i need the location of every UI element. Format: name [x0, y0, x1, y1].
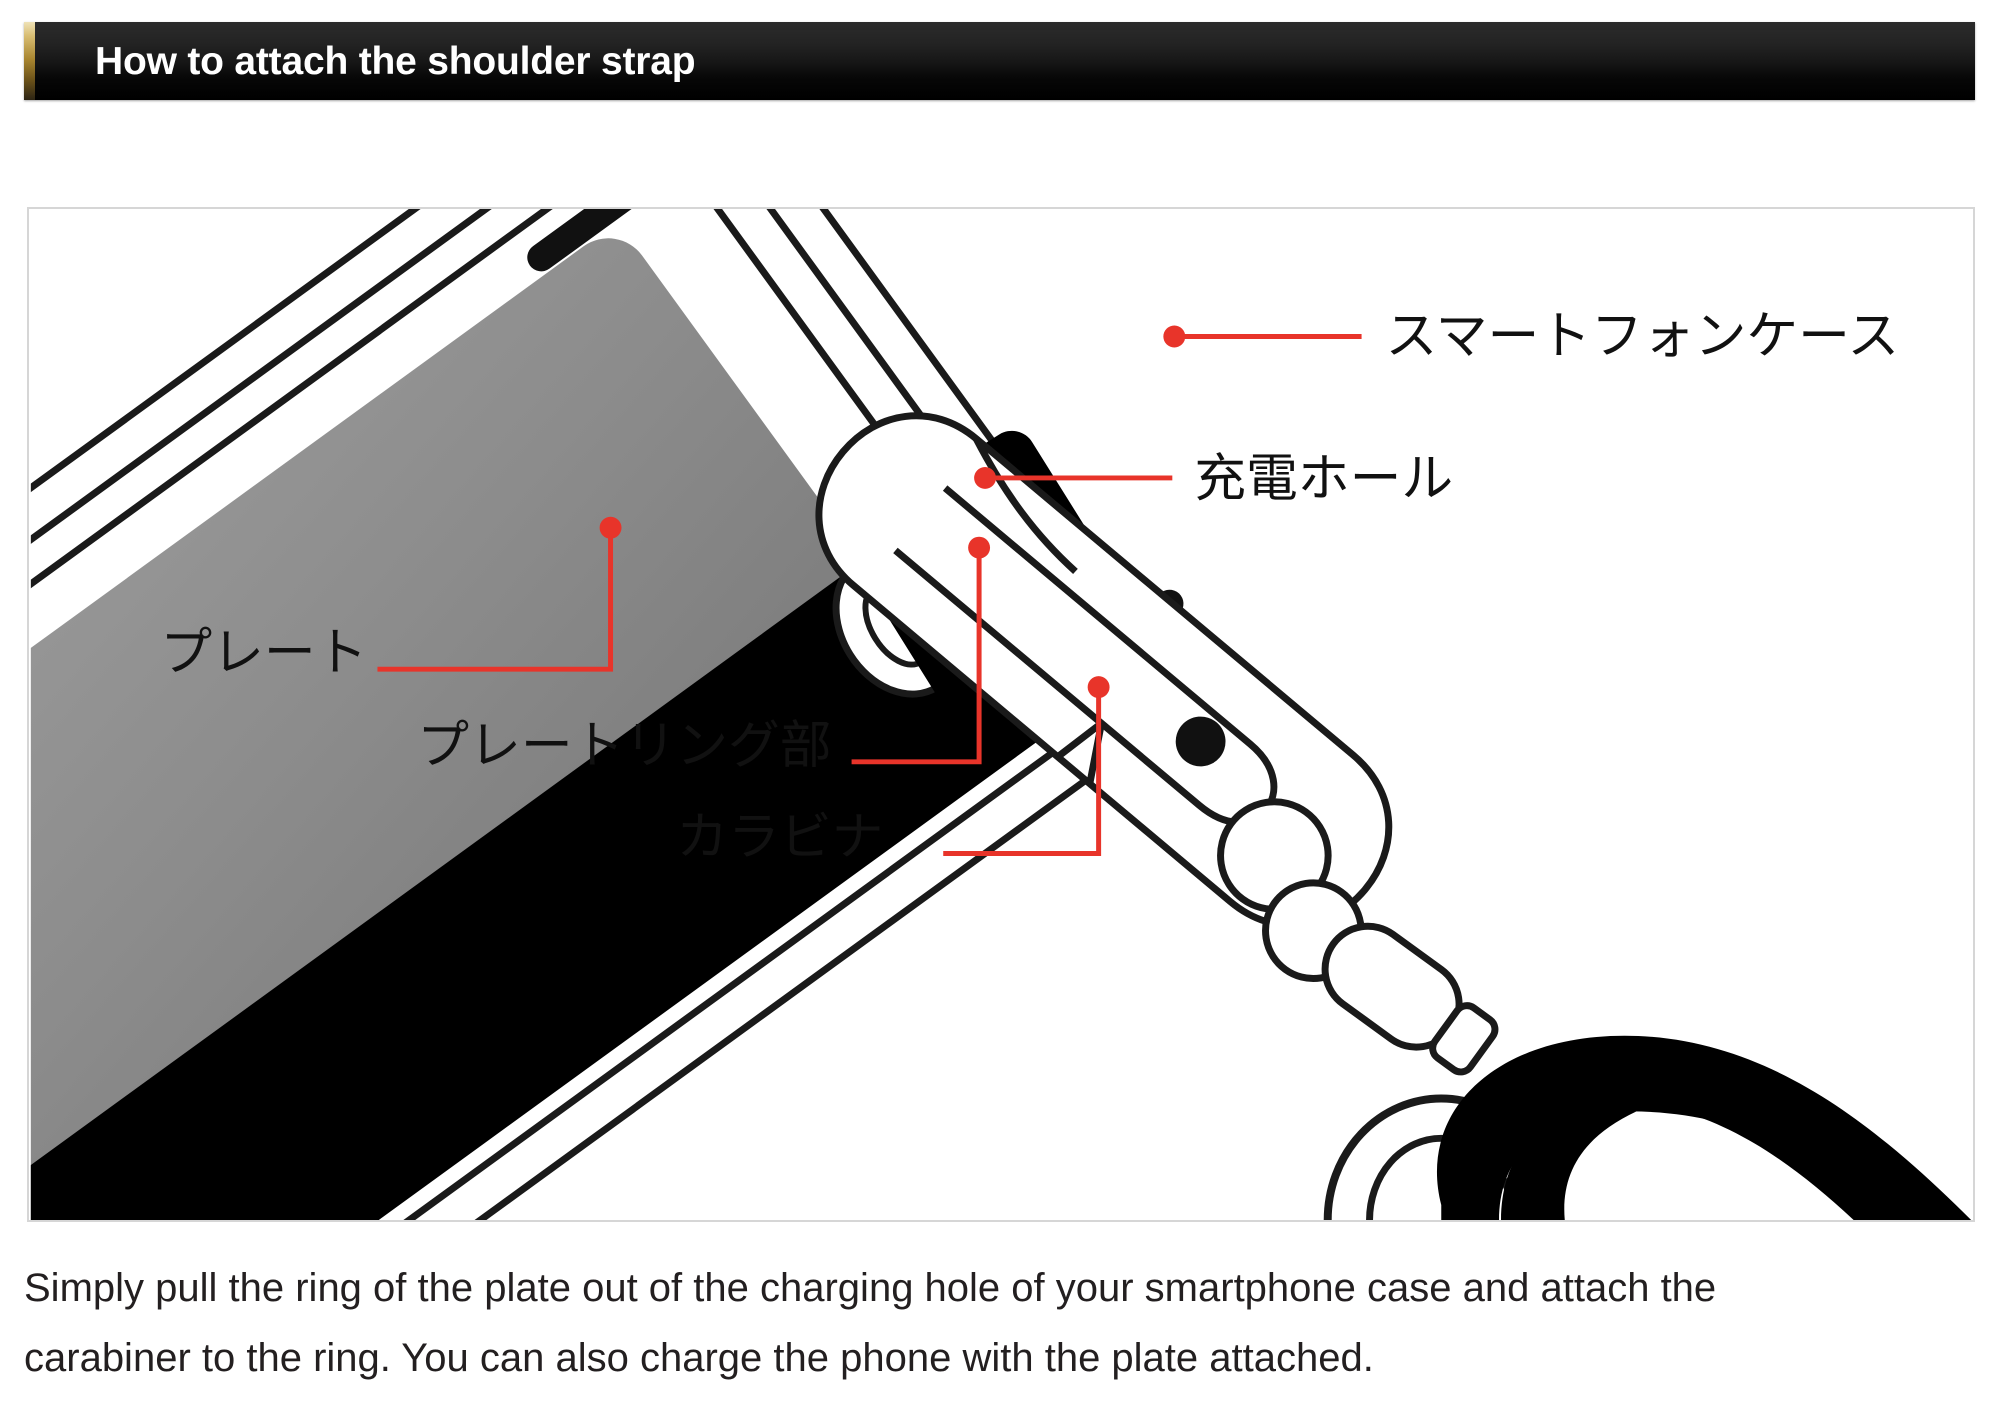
leader-line-carabiner	[943, 687, 1102, 856]
leader-dot-plate	[599, 516, 622, 539]
instruction-diagram: スマートフォンケース 充電ホール プレート プレートリング部	[30, 209, 1972, 1220]
phone-and-case-group	[30, 209, 1184, 1220]
label-charging-hole: 充電ホール	[1194, 449, 1453, 509]
callout-charging-hole: 充電ホール	[974, 449, 1453, 509]
shoulder-strap-tail	[1501, 1107, 1637, 1220]
leader-dot-carabiner	[1087, 676, 1110, 699]
leader-dot-plate-ring	[968, 536, 991, 559]
leader-dot-charging-hole	[974, 466, 997, 489]
callout-layer: スマートフォンケース 充電ホール プレート プレートリング部	[160, 306, 1899, 867]
carabiner-body	[815, 412, 1393, 929]
carabiner-spine-detail	[973, 437, 1078, 575]
shoulder-strap-fold	[1437, 1035, 1972, 1220]
page-title: How to attach the shoulder strap	[95, 39, 696, 83]
shoulder-strap-group	[1437, 1035, 1972, 1220]
caption-line-2: carabiner to the ring. You can also char…	[24, 1336, 1374, 1380]
callout-plate-ring: プレートリング部	[417, 536, 991, 776]
callout-carabiner: カラビナ	[676, 676, 1110, 867]
carabiner-pivot-rivet	[1175, 716, 1226, 767]
plate	[30, 508, 1087, 1220]
instruction-caption: Simply pull the ring of the plate out of…	[24, 1253, 1974, 1393]
header-bar-body: How to attach the shoulder strap	[35, 22, 1975, 100]
caption-line-1: Simply pull the ring of the plate out of…	[24, 1266, 1717, 1310]
swivel-assembly	[1217, 798, 1499, 1076]
case-inner-rim	[30, 209, 1094, 1220]
section-header-bar: How to attach the shoulder strap	[24, 22, 1975, 100]
earpiece-slot	[527, 209, 646, 272]
leader-line-plate	[377, 527, 614, 672]
carabiner-group	[815, 412, 1393, 929]
phone-screen	[30, 238, 953, 1220]
label-carabiner: カラビナ	[676, 807, 883, 867]
label-plate: プレート	[160, 623, 367, 683]
header-accent-stripe	[24, 22, 35, 100]
callout-plate: プレート	[160, 516, 622, 683]
label-smartphone-case: スマートフォンケース	[1385, 306, 1899, 366]
leader-line-plate-ring	[851, 547, 982, 765]
label-plate-ring: プレートリング部	[417, 716, 831, 776]
leader-dot-smartphone-case	[1163, 325, 1186, 348]
swivel-collar	[1429, 1002, 1499, 1076]
illustration-frame: スマートフォンケース 充電ホール プレート プレートリング部	[27, 207, 1975, 1222]
callout-smartphone-case: スマートフォンケース	[1163, 306, 1899, 366]
